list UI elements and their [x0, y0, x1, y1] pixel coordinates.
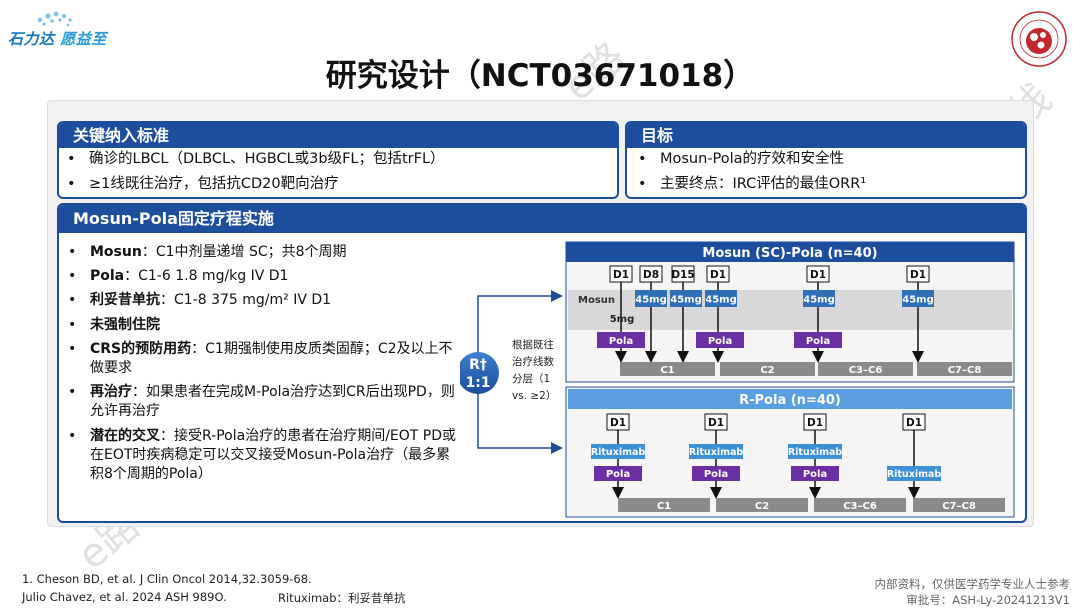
- pola-label: Pola: [609, 336, 633, 347]
- cycle-label: C3–C6: [843, 501, 877, 512]
- dose-box: [635, 290, 667, 307]
- pola-box: [597, 332, 645, 348]
- criteria-header: 关键纳入标准: [59, 123, 617, 148]
- objectives-header: 目标: [627, 123, 1025, 148]
- dose-label: 45mg: [635, 295, 667, 306]
- randomization-branch-top: [477, 290, 563, 355]
- dose-label: 45mg: [902, 295, 934, 306]
- cycle-label: C7–C8: [948, 365, 982, 376]
- rituximab-label: Rituximab: [788, 447, 843, 458]
- approval-number: 审批号：ASH-Ly-20241213V1: [906, 593, 1070, 607]
- day-label: D1: [807, 417, 823, 429]
- cycle-label: C7–C8: [942, 501, 976, 512]
- internal-note: 内部资料，仅供医学药学专业人士参考: [874, 577, 1071, 591]
- randomization-circle: [460, 352, 499, 394]
- day-label: D8: [643, 269, 659, 281]
- randomization-ratio: 1:1: [465, 375, 490, 391]
- rituximab-label: Rituximab: [689, 447, 744, 458]
- rituximab-label: Rituximab: [591, 447, 646, 458]
- day-label: D1: [708, 417, 724, 429]
- regimen-item: •CRS的预防用药：C1期强制使用皮质类固醇；C2及以上不做要求: [68, 340, 453, 377]
- dose-box: [803, 290, 835, 307]
- cycle-bar: [917, 362, 1012, 376]
- arm-b-title: R-Pola (n=40): [739, 393, 841, 408]
- mosun-row-label: Mosun: [578, 295, 615, 306]
- day-label: D1: [613, 269, 629, 281]
- dose-box: [670, 290, 702, 307]
- objective-item: •主要终点：IRC评估的最佳ORR¹: [638, 176, 867, 192]
- rituximab-box: [887, 466, 941, 481]
- arm-b-header: [568, 389, 1012, 409]
- cycle-label: C1: [660, 365, 674, 376]
- regimen-item: •Pola：C1-6 1.8 mg/kg IV D1: [68, 268, 289, 285]
- day-label: D1: [810, 269, 826, 281]
- stratification-text: 治疗线数: [512, 355, 554, 368]
- day-label: D15: [671, 269, 694, 281]
- cycle-bar: [814, 498, 906, 512]
- day-label: D1: [906, 417, 922, 429]
- regimen-header: Mosun-Pola固定疗程实施: [59, 205, 1025, 233]
- page-title: 研究设计（NCT03671018）: [325, 58, 755, 94]
- objectives-panel: 目标: [625, 121, 1027, 199]
- regimen-list: •Mosun：C1中剂量递增 SC；共8个周期 •Pola：C1-6 1.8 m…: [64, 243, 459, 489]
- day-label: D1: [910, 269, 926, 281]
- stratification-text: 分层（1: [512, 373, 550, 385]
- logo-text: 石力达 愿益至: [8, 30, 107, 48]
- criteria-item: •≥1线既往治疗，包括抗CD20靶向治疗: [67, 176, 339, 192]
- cycle-bar: [618, 498, 710, 512]
- day-label: D1: [710, 269, 726, 281]
- rituximab-box: [689, 444, 743, 459]
- society-seal-icon: [1011, 11, 1067, 67]
- cycle-bar: [913, 498, 1005, 512]
- pola-box: [794, 332, 842, 348]
- study-schema-diagram: R† 1:1 根据既往 治疗线数 分层（1 vs. ≥2） Mosun (SC)…: [460, 241, 1015, 518]
- pola-label: Pola: [806, 336, 830, 347]
- rituximab-label: Rituximab: [887, 469, 942, 480]
- regimen-item: •利妥昔单抗：C1-8 375 mg/m² IV D1: [68, 292, 332, 309]
- inclusion-criteria-panel: 关键纳入标准: [57, 121, 619, 199]
- arm-a-header: [566, 242, 1014, 262]
- pola-box: [594, 466, 642, 481]
- pola-label: Pola: [708, 336, 732, 347]
- cycle-bar: [720, 362, 815, 376]
- cycle-label: C3–C6: [849, 365, 883, 376]
- stratification-text: 根据既往: [512, 338, 554, 351]
- reference-2: Julio Chavez, et al. 2024 ASH 989O.: [22, 590, 227, 604]
- dose-label: 45mg: [803, 295, 835, 306]
- pola-label: Pola: [606, 469, 630, 480]
- dose-box: [902, 290, 934, 307]
- objective-item: •Mosun-Pola的疗效和安全性: [638, 151, 845, 167]
- rituximab-box: [591, 444, 645, 459]
- regimen-item: •Mosun：C1中剂量递增 SC；共8个周期: [68, 244, 347, 260]
- regimen-item: •再治疗：如果患者在完成M-Pola治疗达到CR后出现PD，则允许再治疗: [68, 384, 455, 420]
- dose-label: 45mg: [670, 295, 702, 306]
- day-label: D1: [610, 417, 626, 429]
- randomization-branch-bottom: [477, 390, 563, 454]
- cycle-label: C2: [755, 501, 769, 512]
- abbreviation-note: Rituximab：利妥昔单抗: [278, 591, 406, 605]
- pola-label: Pola: [704, 469, 728, 480]
- rituximab-box: [788, 444, 842, 459]
- cycle-bar: [716, 498, 808, 512]
- cycle-bar: [620, 362, 715, 376]
- randomization-label: R†: [469, 357, 487, 373]
- pola-label: Pola: [803, 469, 827, 480]
- criteria-item: •确诊的LBCL（DLBCL、HGBCL或3b级FL；包括trFL）: [67, 151, 445, 167]
- regimen-item: •未强制住院: [68, 316, 160, 333]
- pola-box: [692, 466, 740, 481]
- cycle-bar: [818, 362, 913, 376]
- pola-box: [791, 466, 839, 481]
- reference-1: 1. Cheson BD, et al. J Clin Oncol 2014,3…: [22, 572, 312, 586]
- arm-a-title: Mosun (SC)-Pola (n=40): [702, 246, 877, 261]
- cycle-label: C1: [657, 501, 671, 512]
- pola-box: [696, 332, 744, 348]
- cycle-label: C2: [760, 365, 774, 376]
- dose-label: 45mg: [705, 295, 737, 306]
- dose-label: 5mg: [610, 314, 635, 325]
- regimen-item: •潜在的交叉：接受R-Pola治疗的患者在治疗期间/EOT PD或在EOT时疾病…: [68, 427, 456, 483]
- company-logo: [37, 11, 72, 27]
- dose-box: [705, 290, 737, 307]
- stratification-text: vs. ≥2）: [512, 390, 556, 402]
